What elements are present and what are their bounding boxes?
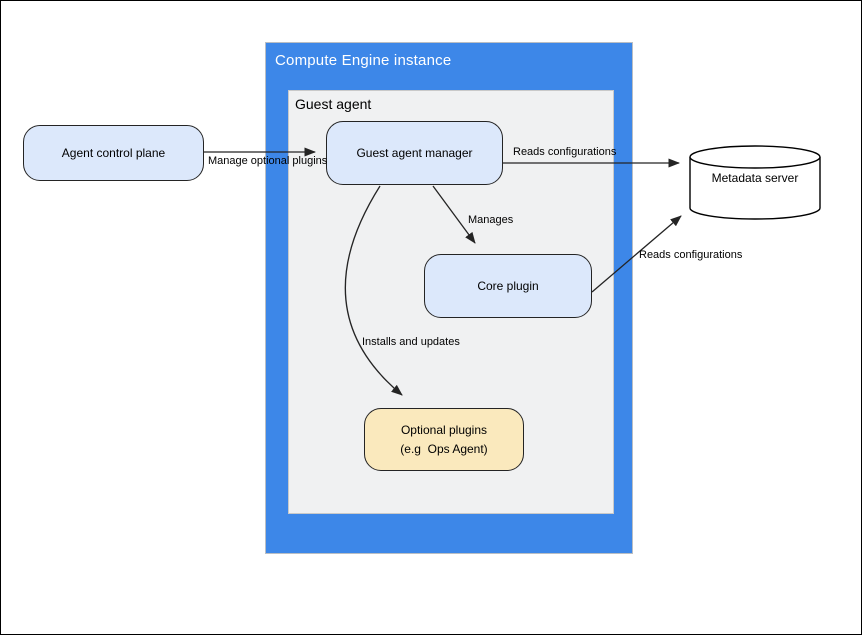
guest-agent-title: Guest agent bbox=[295, 96, 372, 112]
edge-label-reads-configurations-core: Reads configurations bbox=[639, 249, 743, 261]
node-agent-control-plane: Agent control plane bbox=[23, 125, 204, 181]
node-agent-control-plane-label: Agent control plane bbox=[61, 145, 166, 160]
node-core-plugin: Core plugin bbox=[424, 254, 592, 318]
compute-engine-instance-title: Compute Engine instance bbox=[275, 52, 452, 69]
edge-label-manage-optional-plugins: Manage optional plugins bbox=[208, 155, 328, 167]
node-guest-agent-manager-label: Guest agent manager bbox=[356, 145, 473, 160]
node-optional-plugins-label-line1: Optional plugins bbox=[400, 422, 488, 437]
node-optional-plugins: Optional plugins (e.g Ops Agent) bbox=[364, 408, 524, 471]
edge-label-reads-configurations-manager: Reads configurations bbox=[513, 146, 617, 158]
edge-label-installs-and-updates: Installs and updates bbox=[362, 336, 460, 348]
node-optional-plugins-label-line2: (e.g Ops Agent) bbox=[400, 441, 488, 456]
node-guest-agent-manager: Guest agent manager bbox=[326, 121, 503, 185]
edge-label-manages: Manages bbox=[468, 214, 514, 226]
node-metadata-server-label: Metadata server bbox=[711, 171, 799, 185]
node-core-plugin-label: Core plugin bbox=[477, 278, 539, 293]
